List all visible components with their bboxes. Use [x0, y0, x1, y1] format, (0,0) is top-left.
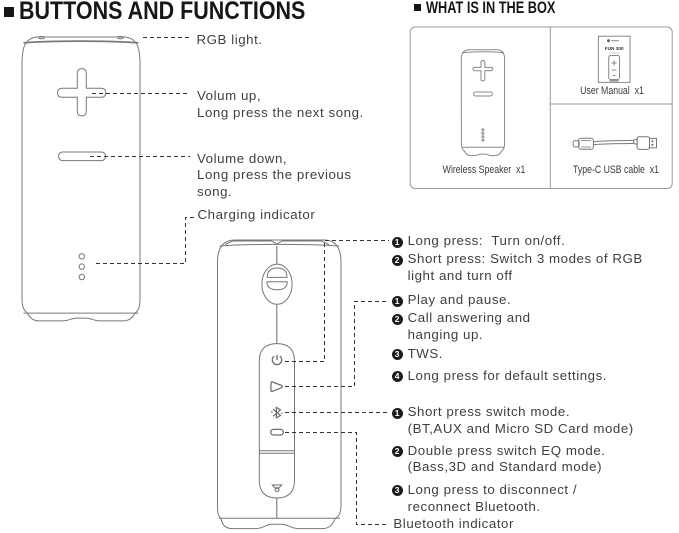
svg-text:FUN 300: FUN 300: [605, 46, 624, 51]
